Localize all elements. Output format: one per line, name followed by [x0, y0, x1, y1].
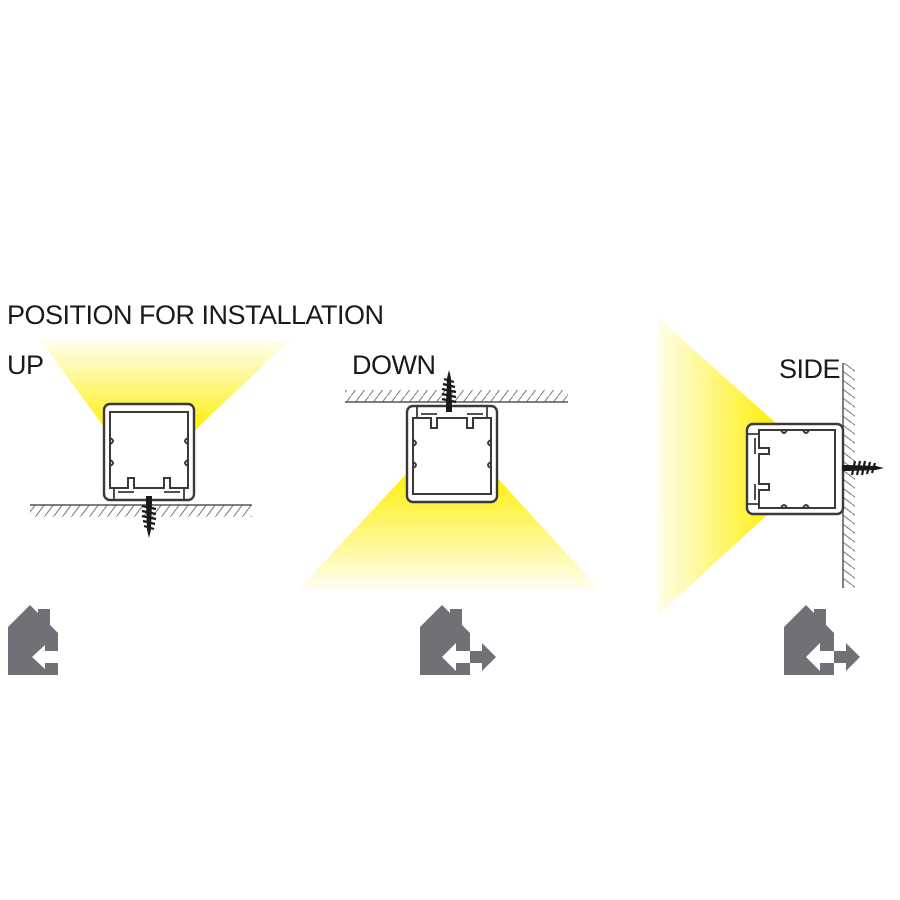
down-installation: [298, 368, 600, 590]
side-light-beam: [658, 318, 778, 615]
up-installation: [30, 340, 290, 540]
up-light-beam: [40, 340, 290, 435]
up-profile: [102, 402, 196, 502]
house-arrow-left-icon: [8, 605, 58, 675]
side-mounting-surface: [843, 363, 855, 588]
house-arrow-both-icon: [784, 605, 860, 675]
side-installation: [658, 318, 886, 615]
down-profile: [405, 404, 499, 504]
up-mounting-surface: [30, 505, 252, 517]
diagram-title: POSITION FOR INSTALLATION: [7, 300, 384, 330]
house-arrow-both-icon: [420, 605, 496, 675]
side-profile: [745, 422, 845, 516]
down-light-beam: [298, 470, 600, 590]
label-side: SIDE: [779, 354, 841, 384]
label-up: UP: [7, 350, 44, 380]
label-down: DOWN: [352, 350, 436, 380]
down-mounting-surface: [345, 390, 568, 402]
